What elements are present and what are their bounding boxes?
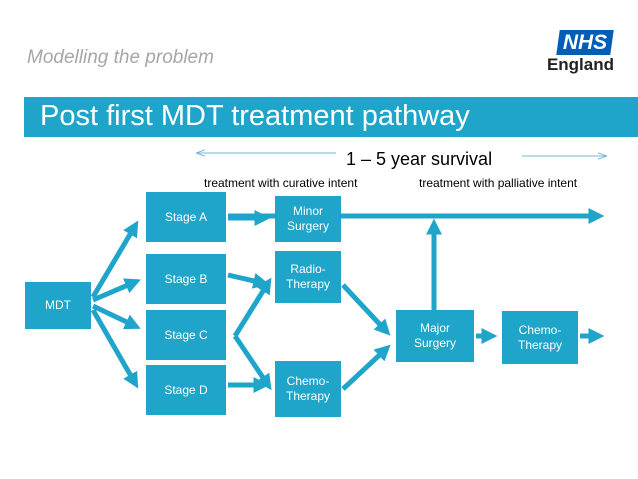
palliative-intent-label: treatment with palliative intent xyxy=(419,176,578,190)
node-chemotherapy-1[interactable]: Chemo-Therapy xyxy=(275,361,341,417)
nhs-england-logo: NHS England xyxy=(546,30,614,78)
node-stage-d[interactable]: Stage D xyxy=(146,365,226,415)
arrow-radiotherapy-major-surgery xyxy=(341,283,391,336)
arrow-mdt-stage-d xyxy=(90,308,139,389)
survival-timeline xyxy=(197,153,606,156)
arrow-mdt-stage-c xyxy=(91,303,141,330)
survival-label: 1 – 5 year survival xyxy=(346,149,493,169)
arrow-stage-b-radiotherapy xyxy=(227,272,270,289)
node-radiotherapy[interactable]: Radio-Therapy xyxy=(275,251,341,303)
slide-subtitle: Modelling the problem xyxy=(27,47,214,68)
node-minor-surgery[interactable]: Minor Surgery xyxy=(275,196,341,242)
arrow-stage-c-chemotherapy xyxy=(232,334,272,391)
arrow-chemotherapy-major-surgery xyxy=(341,344,391,391)
node-stage-b[interactable]: Stage B xyxy=(146,254,226,304)
arrow-mdt-stage-b xyxy=(92,278,141,303)
node-stage-a[interactable]: Stage A xyxy=(146,192,226,242)
logo-region-text: England xyxy=(546,55,614,74)
arrow-stage-c-radiotherapy xyxy=(232,277,272,338)
node-chemotherapy-2[interactable]: Chemo-Therapy xyxy=(502,311,578,364)
node-stage-c[interactable]: Stage C xyxy=(146,310,226,360)
node-major-surgery[interactable]: Major Surgery xyxy=(396,310,474,362)
node-mdt[interactable]: MDT xyxy=(25,282,91,329)
arrow-mdt-stage-a xyxy=(90,220,139,299)
page-title: Post first MDT treatment pathway xyxy=(40,100,470,132)
title-banner: Post first MDT treatment pathway xyxy=(24,97,638,137)
curative-intent-label: treatment with curative intent xyxy=(204,176,358,190)
